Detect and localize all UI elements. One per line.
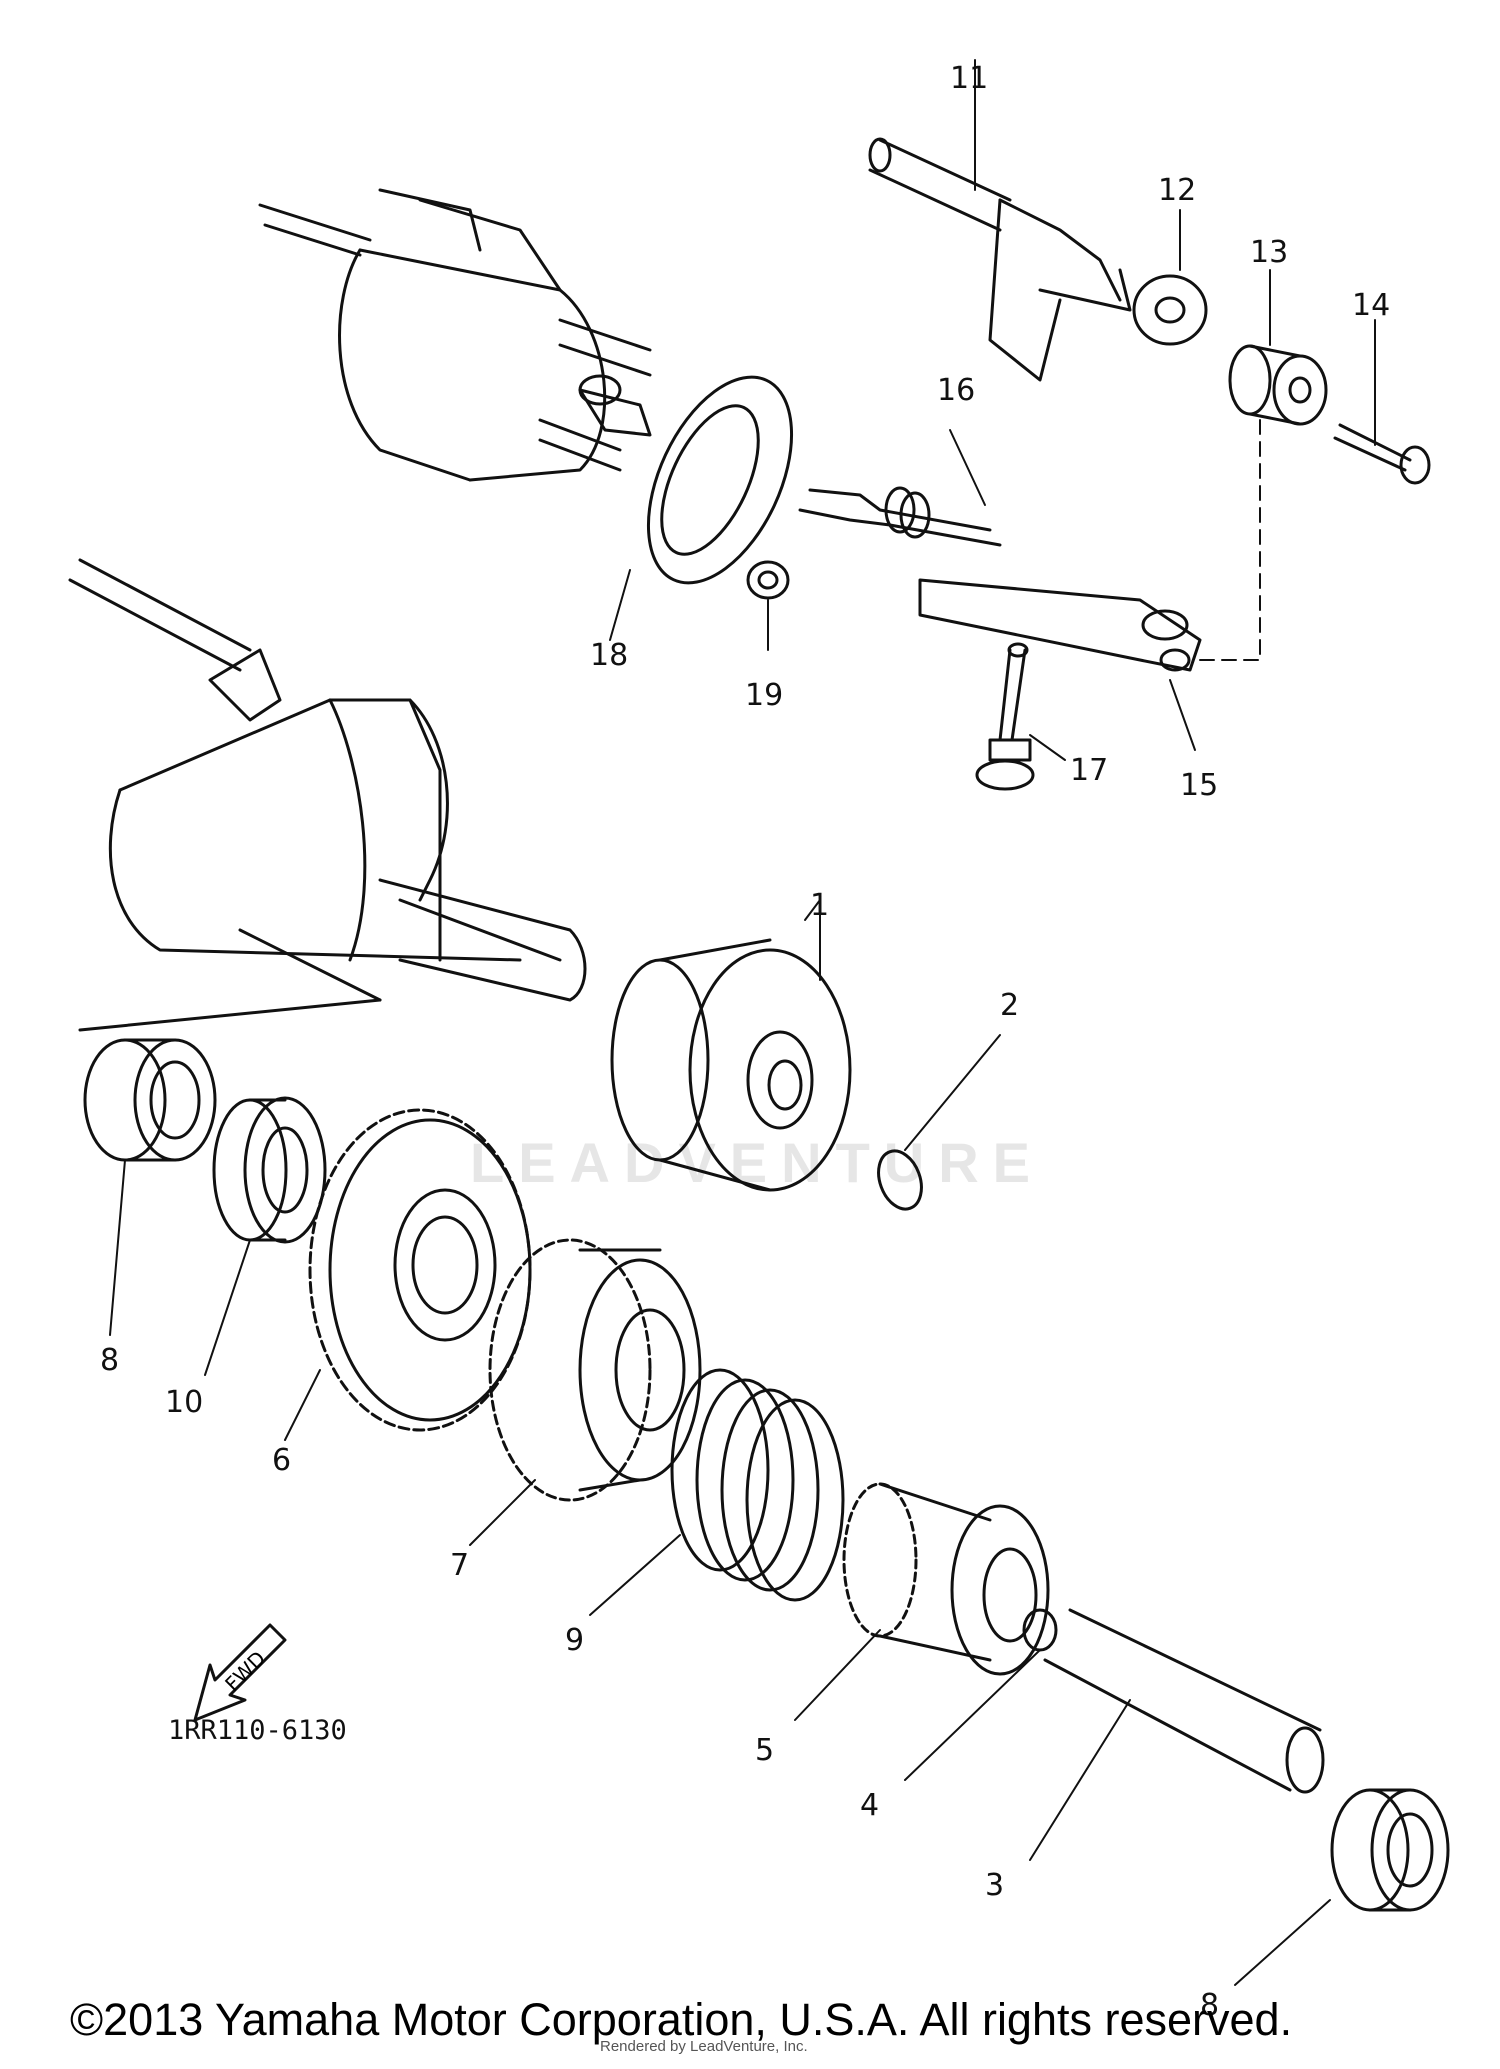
part-9-spring[interactable] bbox=[589, 1368, 845, 1616]
part-4-ring[interactable] bbox=[904, 1608, 1058, 1781]
part-8-bearing-left[interactable] bbox=[83, 1038, 217, 1336]
rendered-by-text: Rendered by LeadVenture, Inc. bbox=[600, 2038, 808, 2055]
callout-9: 9 bbox=[565, 1623, 584, 1658]
callout-5: 5 bbox=[755, 1733, 774, 1768]
callout-2: 2 bbox=[1000, 988, 1019, 1023]
part-16-spring[interactable] bbox=[798, 429, 1002, 547]
part-7-gear[interactable] bbox=[469, 1238, 702, 1546]
callout-15: 15 bbox=[1180, 768, 1218, 803]
part-11-lever-shaft[interactable] bbox=[868, 59, 1132, 382]
starter-motor-body[interactable] bbox=[68, 558, 587, 1032]
part-6-large-gear[interactable] bbox=[284, 1108, 532, 1441]
fwd-label: FWD bbox=[220, 1646, 270, 1696]
callout-labels: 2 1 8 10 6 7 9 5 4 3 8 11 12 13 14 15 16… bbox=[100, 61, 1390, 2023]
callout-16: 16 bbox=[937, 373, 975, 408]
part-12-washer[interactable] bbox=[1132, 209, 1208, 346]
callout-4: 4 bbox=[860, 1788, 879, 1823]
part-18-gasket[interactable] bbox=[609, 355, 821, 641]
callout-12: 12 bbox=[1158, 173, 1196, 208]
part-17-pin[interactable] bbox=[975, 642, 1066, 791]
part-14-screw[interactable] bbox=[1333, 319, 1431, 485]
part-2-circlip[interactable] bbox=[871, 1034, 1001, 1215]
callout-14: 14 bbox=[1352, 288, 1390, 323]
callout-13: 13 bbox=[1250, 235, 1288, 270]
part-1-clutch-gear[interactable] bbox=[610, 897, 852, 1192]
callout-10: 10 bbox=[165, 1385, 203, 1420]
callout-17: 17 bbox=[1070, 753, 1108, 788]
callout-6: 6 bbox=[272, 1443, 291, 1478]
part-8-bearing-right[interactable] bbox=[1234, 1788, 1450, 1986]
part-19-nut[interactable] bbox=[746, 560, 790, 651]
callout-19: 19 bbox=[745, 678, 783, 713]
part-13-spacer[interactable] bbox=[1228, 269, 1328, 426]
part-10-washer[interactable] bbox=[204, 1096, 327, 1376]
fwd-arrow-icon: FWD bbox=[193, 1623, 287, 1722]
callout-1: 1 bbox=[810, 888, 829, 923]
callout-3: 3 bbox=[985, 1868, 1004, 1903]
part-15-lever-plate[interactable] bbox=[918, 419, 1261, 751]
callout-8b: 8 bbox=[1200, 1988, 1219, 2023]
callout-11: 11 bbox=[950, 61, 988, 96]
callout-18: 18 bbox=[590, 638, 628, 673]
part-3-shaft[interactable] bbox=[1029, 1608, 1325, 1861]
starter-solenoid[interactable] bbox=[258, 188, 652, 482]
diagram-code: 1RR110-6130 bbox=[168, 1715, 347, 1746]
part-5-clutch-hub[interactable] bbox=[794, 1482, 1050, 1721]
callout-8a: 8 bbox=[100, 1343, 119, 1378]
callout-7: 7 bbox=[450, 1548, 469, 1583]
copyright-text: ©2013 Yamaha Motor Corporation, U.S.A. A… bbox=[70, 1994, 1293, 2045]
